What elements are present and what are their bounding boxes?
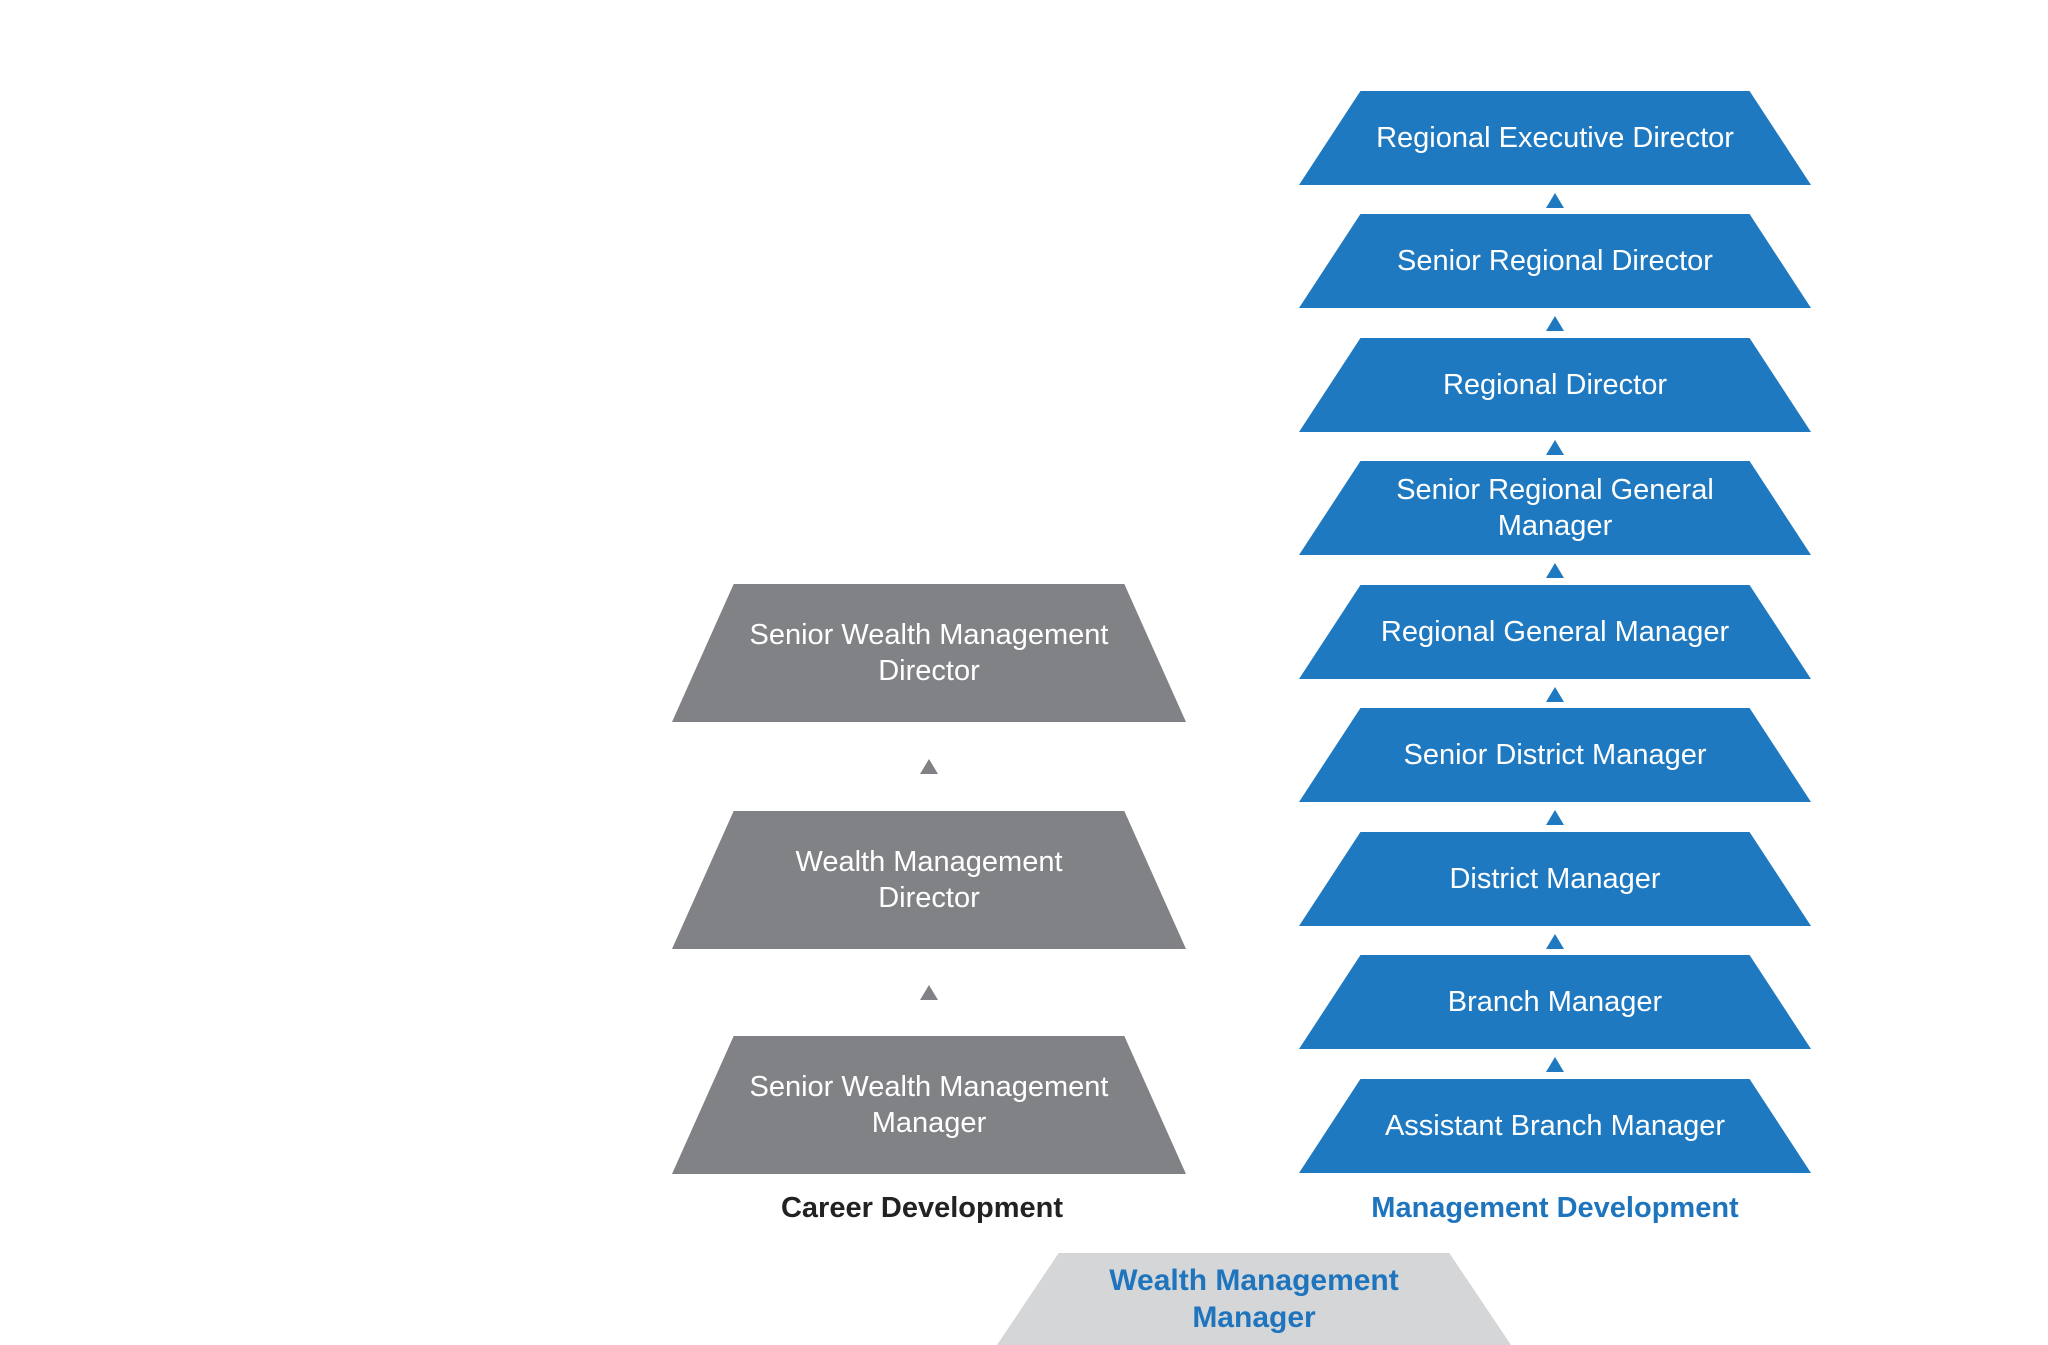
level-label: Wealth Management Director: [795, 846, 1063, 914]
level-label: Senior Regional Director: [1397, 245, 1713, 277]
level-label: Senior Wealth Management Director: [749, 619, 1109, 687]
level-senior-wealth-management-manager: Senior Wealth Management Manager: [672, 1036, 1186, 1174]
level-branch-manager: Branch Manager: [1299, 955, 1811, 1049]
level-senior-regional-director: Senior Regional Director: [1299, 214, 1811, 308]
level-district-manager: District Manager: [1299, 832, 1811, 926]
level-label: Senior Wealth Management Manager: [749, 1071, 1109, 1139]
level-regional-executive-director: Regional Executive Director: [1299, 91, 1811, 185]
level-label: Branch Manager: [1447, 986, 1663, 1018]
arrow-up-icon: [920, 759, 938, 774]
level-senior-wealth-management-director: Senior Wealth Management Director: [672, 584, 1186, 722]
arrow-up-icon: [1546, 1057, 1564, 1072]
arrow-up-icon: [1546, 193, 1564, 208]
level-regional-general-manager: Regional General Manager: [1299, 585, 1811, 679]
arrow-up-icon: [1546, 810, 1564, 825]
level-label: Senior District Manager: [1403, 739, 1707, 771]
level-wealth-management-manager: Wealth Management Manager: [997, 1253, 1511, 1345]
level-label: Regional General Manager: [1380, 616, 1730, 648]
level-senior-district-manager: Senior District Manager: [1299, 708, 1811, 802]
level-label: Assistant Branch Manager: [1384, 1110, 1726, 1142]
career-development-label: Career Development: [780, 1192, 1064, 1224]
arrow-up-icon: [1546, 934, 1564, 949]
level-label: Regional Executive Director: [1376, 122, 1734, 154]
level-assistant-branch-manager: Assistant Branch Manager: [1299, 1079, 1811, 1173]
arrow-up-icon: [1546, 316, 1564, 331]
level-wealth-management-director: Wealth Management Director: [672, 811, 1186, 949]
entry-level-label: Wealth Management Manager: [1109, 1264, 1399, 1334]
arrow-up-icon: [920, 985, 938, 1000]
management-development-label: Management Development: [1371, 1192, 1739, 1224]
arrow-up-icon: [1546, 687, 1564, 702]
level-senior-regional-general-manager: Senior Regional General Manager: [1299, 461, 1811, 555]
arrow-up-icon: [1546, 440, 1564, 455]
level-label: District Manager: [1449, 863, 1661, 895]
level-label: Regional Director: [1442, 369, 1668, 401]
level-regional-director: Regional Director: [1299, 338, 1811, 432]
arrow-up-icon: [1546, 563, 1564, 578]
level-label: Senior Regional General Manager: [1396, 474, 1714, 542]
